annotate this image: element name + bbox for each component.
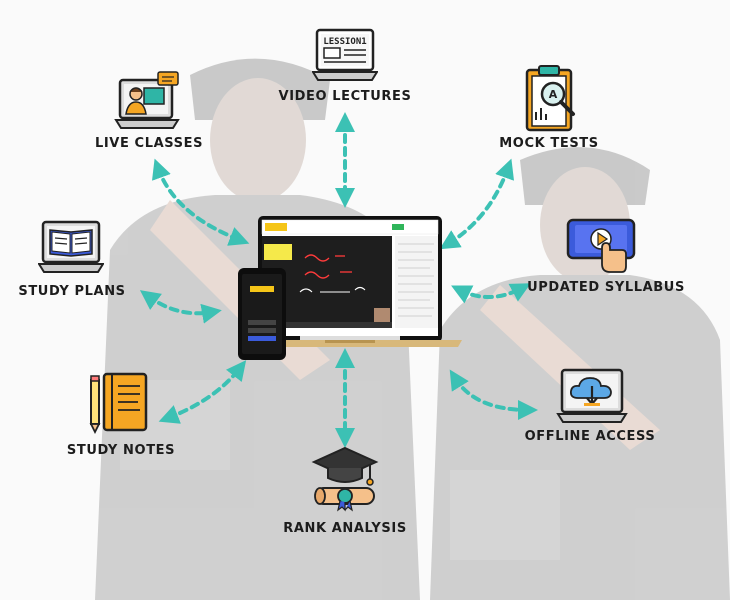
svg-text:A: A (549, 88, 558, 101)
label-video-lectures: VIDEO LECTURES (278, 89, 412, 104)
arrow-live-classes (152, 158, 250, 246)
arrow-mock-tests (439, 158, 515, 250)
label-mock-tests: MOCK TESTS (499, 136, 599, 151)
lesson-laptop-icon: LESSION1 (312, 28, 378, 81)
label-live-classes: LIVE CLASSES (94, 136, 204, 151)
label-offline-access: OFFLINE ACCESS (524, 429, 656, 444)
arrow-updated-syllabus (451, 283, 531, 304)
label-study-notes: STUDY NOTES (66, 443, 176, 458)
svg-text:LESSION1: LESSION1 (323, 37, 366, 47)
label-study-plans: STUDY PLANS (18, 284, 126, 299)
label-updated-syllabus: UPDATED SYLLABUS (527, 280, 685, 295)
open-book-laptop-icon (38, 220, 104, 273)
cloud-download-laptop-icon (556, 368, 628, 423)
phone-mockup (238, 268, 286, 360)
live-teacher-icon (114, 71, 180, 129)
label-rank-analysis: RANK ANALYSIS (283, 521, 407, 536)
arrow-study-notes (158, 360, 247, 424)
clipboard-magnifier-icon: A (525, 65, 575, 132)
tablet-play-icon (566, 218, 636, 273)
notebook-pencil-icon (89, 372, 148, 434)
graduation-cap-diploma-icon (311, 446, 379, 512)
arrow-offline-access (449, 369, 538, 420)
arrow-study-plans (139, 290, 222, 324)
